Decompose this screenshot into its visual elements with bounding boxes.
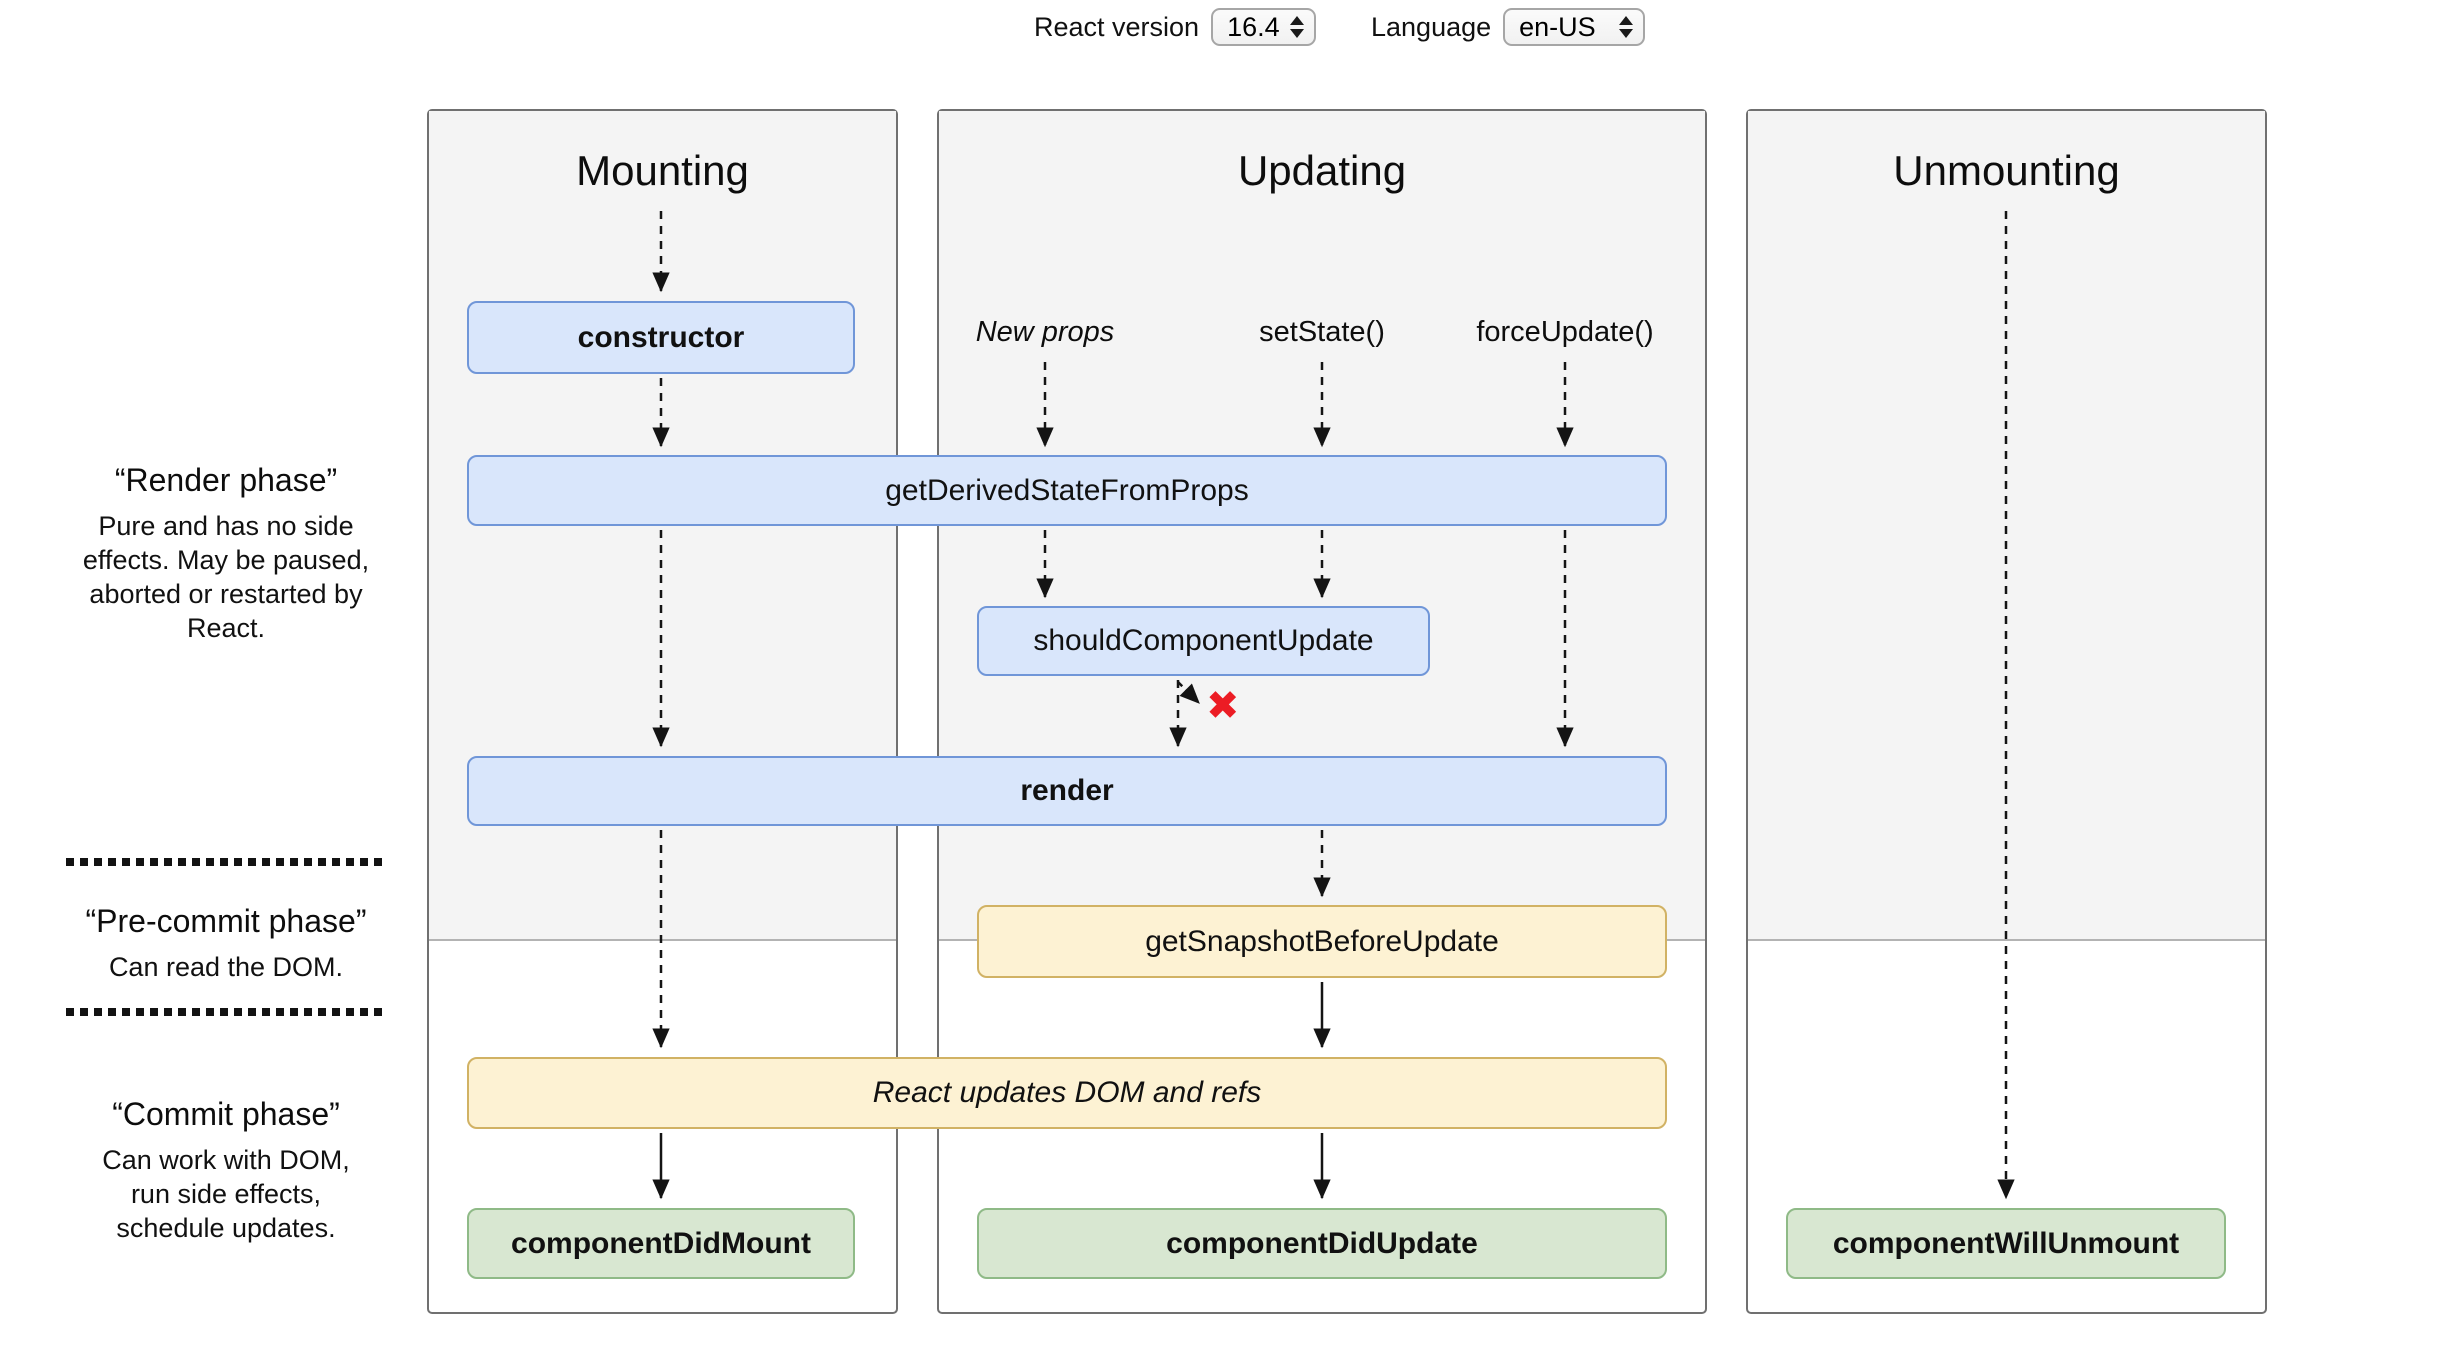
column-title-mounting: Mounting xyxy=(576,147,749,194)
render-phase-shade xyxy=(1748,111,2265,941)
node-component-did-mount[interactable]: componentDidMount xyxy=(467,1208,855,1279)
node-get-snapshot-before-update[interactable]: getSnapshotBeforeUpdate xyxy=(977,905,1667,978)
node-should-component-update[interactable]: shouldComponentUpdate xyxy=(977,606,1430,676)
column-title-updating: Updating xyxy=(1237,147,1407,194)
commit-phase-block: “Commit phase” Can work with DOM, run si… xyxy=(46,1096,406,1245)
react-version-value: 16.4 xyxy=(1227,11,1280,42)
react-version-control: React version 16.4 xyxy=(1034,6,1316,48)
pre-commit-phase-description: Can read the DOM. xyxy=(108,952,344,982)
node-render[interactable]: render xyxy=(467,756,1667,826)
commit-phase-title: “Commit phase” xyxy=(112,1096,340,1132)
node-react-updates-dom: React updates DOM and refs xyxy=(467,1057,1667,1129)
trigger-set-state[interactable]: setState() xyxy=(1259,316,1385,348)
trigger-new-props: New props xyxy=(975,316,1115,348)
node-component-did-update[interactable]: componentDidUpdate xyxy=(977,1208,1667,1279)
render-phase-description: Pure and has no side effects. May be pau… xyxy=(82,511,370,643)
column-updating: Updating xyxy=(937,109,1707,1314)
react-version-label: React version xyxy=(1034,11,1200,42)
language-label: Language xyxy=(1371,11,1492,42)
up-down-arrows-icon xyxy=(1619,16,1634,38)
commit-phase-description: Can work with DOM, run side effects, sch… xyxy=(102,1145,350,1243)
phase-divider-top xyxy=(66,858,386,866)
render-phase-block: “Render phase” Pure and has no side effe… xyxy=(46,462,406,645)
phase-divider-bottom xyxy=(66,1008,386,1016)
reject-x-icon: ✖ xyxy=(1206,684,1240,728)
react-version-select[interactable]: 16.4 xyxy=(1211,8,1316,46)
up-down-arrows-icon xyxy=(1289,16,1304,38)
node-constructor[interactable]: constructor xyxy=(467,301,855,374)
column-mounting: Mounting xyxy=(427,109,898,1314)
node-component-will-unmount[interactable]: componentWillUnmount xyxy=(1786,1208,2226,1279)
trigger-force-update[interactable]: forceUpdate() xyxy=(1476,316,1654,348)
pre-commit-phase-title: “Pre-commit phase” xyxy=(85,903,367,939)
column-title-unmounting: Unmounting xyxy=(1893,147,2120,194)
language-select[interactable]: en-US xyxy=(1503,8,1646,46)
language-value: en-US xyxy=(1519,11,1596,42)
pre-commit-phase-block: “Pre-commit phase” Can read the DOM. xyxy=(46,903,406,984)
language-control: Language en-US xyxy=(1371,6,1646,48)
node-get-derived-state-from-props[interactable]: getDerivedStateFromProps xyxy=(467,455,1667,526)
render-phase-title: “Render phase” xyxy=(114,462,338,498)
column-unmounting: Unmounting xyxy=(1746,109,2267,1314)
